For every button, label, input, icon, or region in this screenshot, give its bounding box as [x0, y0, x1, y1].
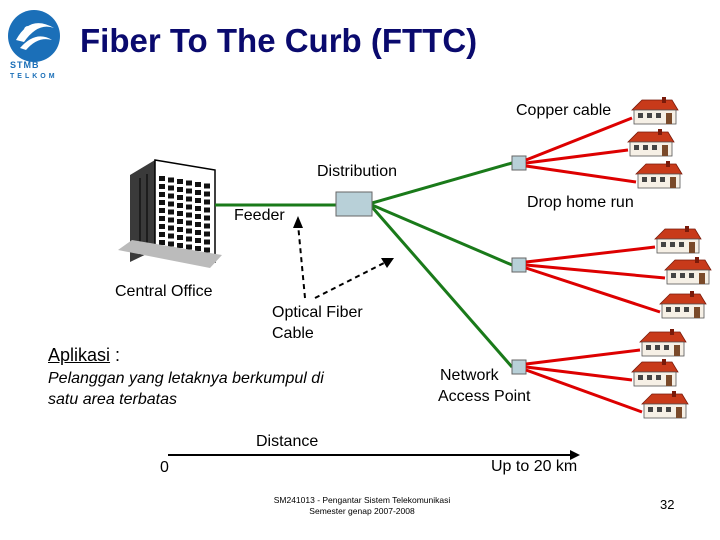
aplikasi-line1: Pelanggan yang letaknya berkumpul di: [48, 370, 324, 387]
access-point-3: [511, 359, 527, 375]
building-window: [177, 187, 183, 192]
house: [641, 391, 689, 419]
building-window: [177, 227, 183, 232]
building-window: [168, 201, 174, 207]
building-window: [177, 203, 183, 208]
optical-fiber-pointers: [293, 216, 394, 299]
building-window: [195, 206, 201, 211]
distribution-fiber-mid: [371, 203, 513, 267]
building-window: [177, 195, 183, 200]
building-window: [204, 247, 210, 253]
distribution-box: [335, 191, 373, 217]
building-window: [186, 188, 192, 194]
distance-max-label: Up to 20 km: [491, 458, 578, 475]
distance-zero-label: 0: [160, 459, 169, 476]
building-window: [186, 212, 192, 218]
building-window: [195, 222, 201, 227]
distance-label: Distance: [256, 433, 319, 450]
network-label-line2: Access Point: [438, 388, 531, 405]
feeder-label: Feeder: [234, 207, 285, 224]
building-window: [168, 185, 174, 191]
building-window: [168, 209, 174, 215]
building-window: [186, 196, 192, 202]
access-point-2: [511, 257, 527, 273]
building-window: [159, 184, 165, 189]
building-window: [159, 176, 165, 181]
footer-course: SM241013 - Pengantar Sistem Telekomunika…: [273, 495, 451, 516]
building-window: [204, 191, 210, 197]
building-window: [195, 214, 201, 219]
building-window: [159, 224, 165, 229]
building-window: [177, 211, 183, 216]
distribution-label: Distribution: [317, 163, 398, 180]
building-window: [195, 230, 201, 235]
copper-drops: [525, 116, 666, 414]
building-window: [204, 199, 210, 205]
building-window: [195, 198, 201, 203]
building-window: [195, 190, 201, 195]
house: [631, 97, 679, 125]
building-window: [186, 180, 192, 186]
building-window: [168, 241, 174, 247]
page-title: Fiber To The Curb (FTTC): [80, 22, 478, 59]
building-window: [159, 200, 165, 205]
building-window: [204, 231, 210, 237]
building-window: [204, 223, 210, 229]
building-window: [177, 179, 183, 184]
central-office-building: [118, 159, 222, 268]
building-window: [204, 183, 210, 189]
page-number: 32: [660, 497, 675, 512]
building-window: [159, 240, 165, 245]
house: [639, 329, 687, 357]
central-office-label: Central Office: [115, 283, 213, 300]
house: [627, 129, 675, 157]
copper-cable-label: Copper cable: [516, 102, 612, 119]
building-window: [186, 220, 192, 226]
fiber-lines: [215, 161, 514, 368]
building-window: [159, 192, 165, 197]
building-window: [159, 208, 165, 213]
building-window: [168, 217, 174, 223]
building-window: [159, 216, 165, 221]
building-window: [177, 219, 183, 224]
building-window: [195, 182, 201, 187]
house: [635, 161, 683, 189]
building-window: [177, 235, 183, 240]
building-window: [186, 204, 192, 210]
drop-home-run-label: Drop home run: [527, 194, 634, 211]
houses: [627, 97, 712, 419]
optical-fiber-label-line2: Cable: [272, 325, 314, 342]
building-window: [186, 244, 192, 250]
building-window: [195, 246, 201, 251]
building-window: [168, 177, 174, 183]
stmb-logo: [8, 10, 60, 62]
building-window: [204, 215, 210, 221]
building-window: [204, 207, 210, 213]
aplikasi-line2: satu area terbatas: [48, 391, 177, 408]
optical-fiber-label-line1: Optical Fiber: [272, 304, 363, 321]
building-window: [204, 239, 210, 245]
distance-arrow: [168, 450, 580, 460]
building-window: [168, 225, 174, 231]
building-window: [186, 228, 192, 234]
building-window: [195, 238, 201, 243]
aplikasi-heading: Aplikasi :: [48, 345, 121, 365]
network-label-line1: Network: [440, 367, 499, 384]
building-window: [168, 233, 174, 239]
house: [631, 359, 679, 387]
building-window: [168, 193, 174, 199]
house: [654, 226, 702, 254]
distribution-fiber-top: [371, 161, 513, 205]
access-point-1: [511, 155, 527, 171]
house: [664, 257, 712, 285]
building-window: [186, 236, 192, 242]
house: [659, 291, 707, 319]
building-window: [177, 243, 183, 248]
building-window: [159, 232, 165, 237]
distribution-fiber-low: [370, 206, 514, 368]
